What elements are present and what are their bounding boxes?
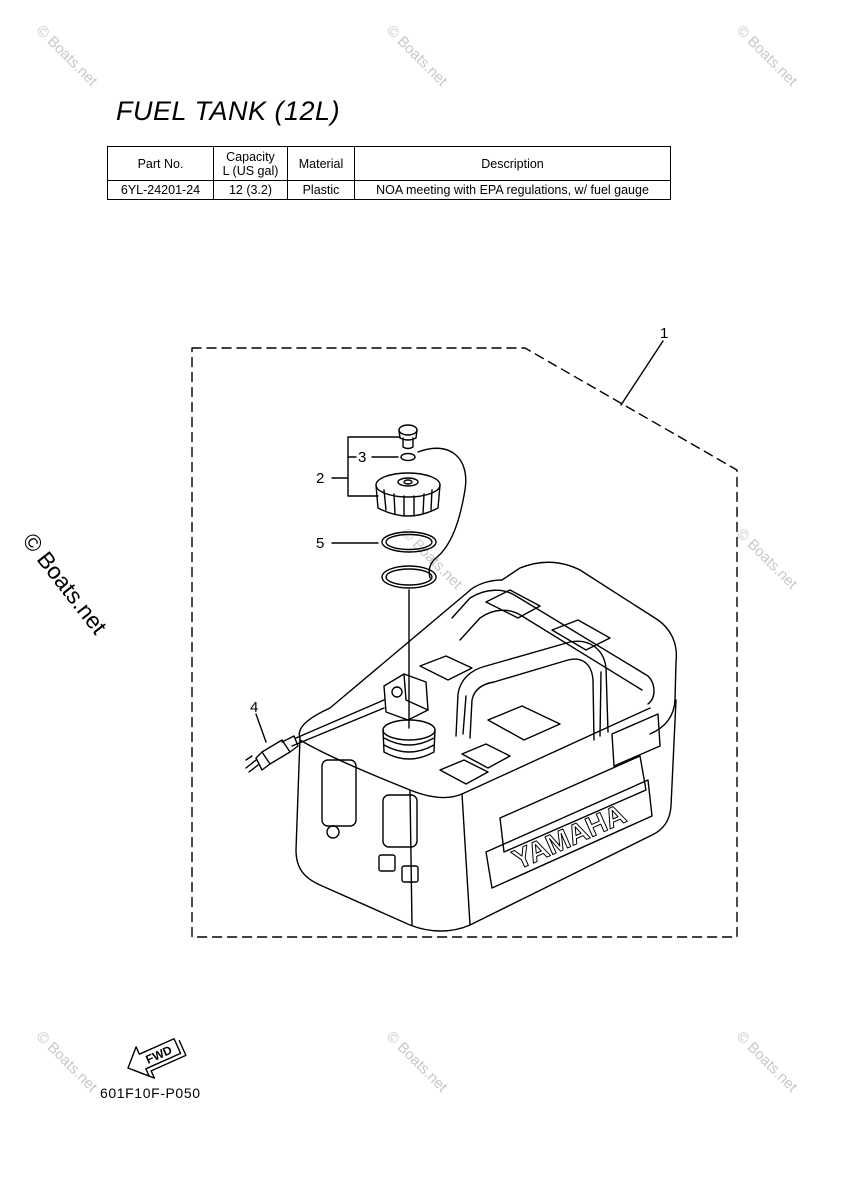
header-material: Material (287, 146, 355, 181)
gauge-wire (417, 447, 467, 579)
cell-part-no: 6YL-24201-24 (107, 180, 214, 200)
cell-material: Plastic (287, 180, 355, 200)
callout-5: 5 (316, 535, 324, 552)
callout-1: 1 (660, 325, 668, 342)
vent-washer (400, 452, 416, 462)
fuel-tank (291, 561, 678, 932)
header-capacity: Capacity L (US gal) (213, 146, 288, 181)
cell-description: NOA meeting with EPA regulations, w/ fue… (354, 180, 671, 200)
bracket-2 (347, 436, 401, 497)
o-ring-upper (381, 531, 437, 553)
spec-table: Part No. Capacity L (US gal) Material De… (107, 146, 671, 200)
page-title: FUEL TANK (12L) (116, 96, 341, 126)
callout-2: 2 (316, 470, 324, 487)
vent-screw (398, 424, 418, 450)
figure-code: 601F10F-P050 (100, 1085, 201, 1101)
leader-1 (620, 340, 664, 406)
tank-brand-text: YAMAHA (508, 798, 631, 875)
leader-4 (255, 713, 267, 743)
cell-capacity: 12 (3.2) (213, 180, 288, 200)
table-header-row: Part No. Capacity L (US gal) Material De… (107, 146, 671, 181)
header-description: Description (354, 146, 671, 181)
gasket-lower-inner (385, 568, 433, 586)
callout-4: 4 (250, 699, 258, 716)
callout-3: 3 (358, 449, 366, 466)
fuel-cap (375, 472, 441, 517)
table-row: 6YL-24201-24 12 (3.2) Plastic NOA meetin… (107, 180, 671, 200)
fwd-arrow-icon (127, 1038, 187, 1079)
assembly-boundary (191, 347, 738, 938)
o-ring-upper-inner (385, 533, 433, 551)
header-part-no: Part No. (107, 146, 214, 181)
fuel-connector (245, 735, 299, 773)
gasket-lower (381, 565, 437, 589)
